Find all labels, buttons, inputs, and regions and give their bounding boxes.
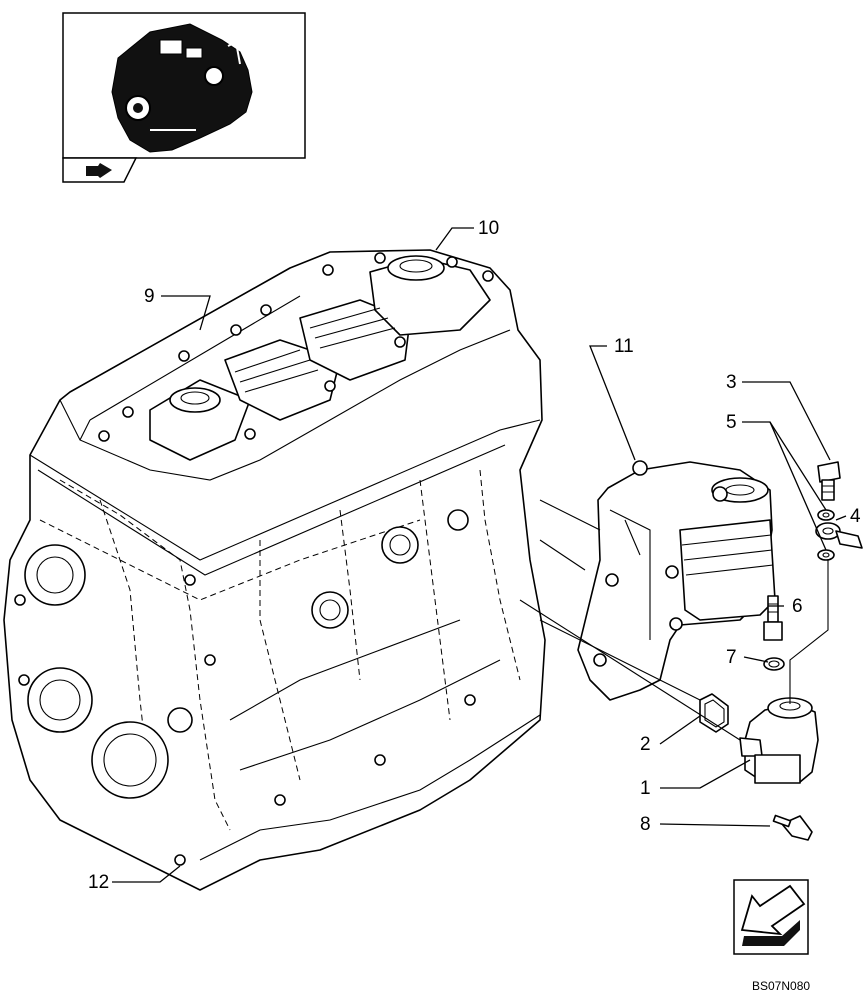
callout-5: 5 — [726, 412, 737, 433]
callout-8: 8 — [640, 814, 651, 835]
fitting-part-6 — [763, 595, 783, 641]
callout-4: 4 — [850, 506, 861, 527]
oil-filter-bracket — [577, 460, 776, 701]
engine-thumbnail-icon — [62, 12, 306, 159]
leader-lines — [112, 227, 847, 883]
callout-11: 11 — [614, 336, 634, 357]
callout-2: 2 — [640, 734, 651, 755]
gasket-part-2 — [699, 693, 729, 733]
callout-6: 6 — [792, 596, 803, 617]
callout-3: 3 — [726, 372, 737, 393]
fuel-lift-pump — [739, 697, 819, 784]
callout-10: 10 — [478, 218, 499, 239]
page-reference-arrow-icon[interactable] — [62, 157, 138, 183]
sealing-washers-part-5 — [817, 509, 835, 561]
navigation-arrow-icon[interactable] — [733, 879, 809, 955]
engine-block — [3, 249, 546, 891]
callout-9: 9 — [144, 286, 155, 307]
callout-12: 12 — [88, 872, 109, 893]
bolt-part-8 — [772, 814, 813, 841]
callout-7: 7 — [726, 647, 737, 668]
deck-bolts — [98, 252, 494, 442]
bolt-part-3 — [817, 461, 841, 501]
callout-1: 1 — [640, 778, 651, 799]
banjo-fitting-part-4 — [815, 522, 863, 549]
callout-labels: 9 10 11 3 5 4 6 7 2 1 8 12 — [88, 218, 861, 893]
alignment-lines — [519, 499, 829, 741]
reference-code: BS07N080 — [752, 979, 810, 993]
o-ring-part-7 — [763, 657, 785, 671]
